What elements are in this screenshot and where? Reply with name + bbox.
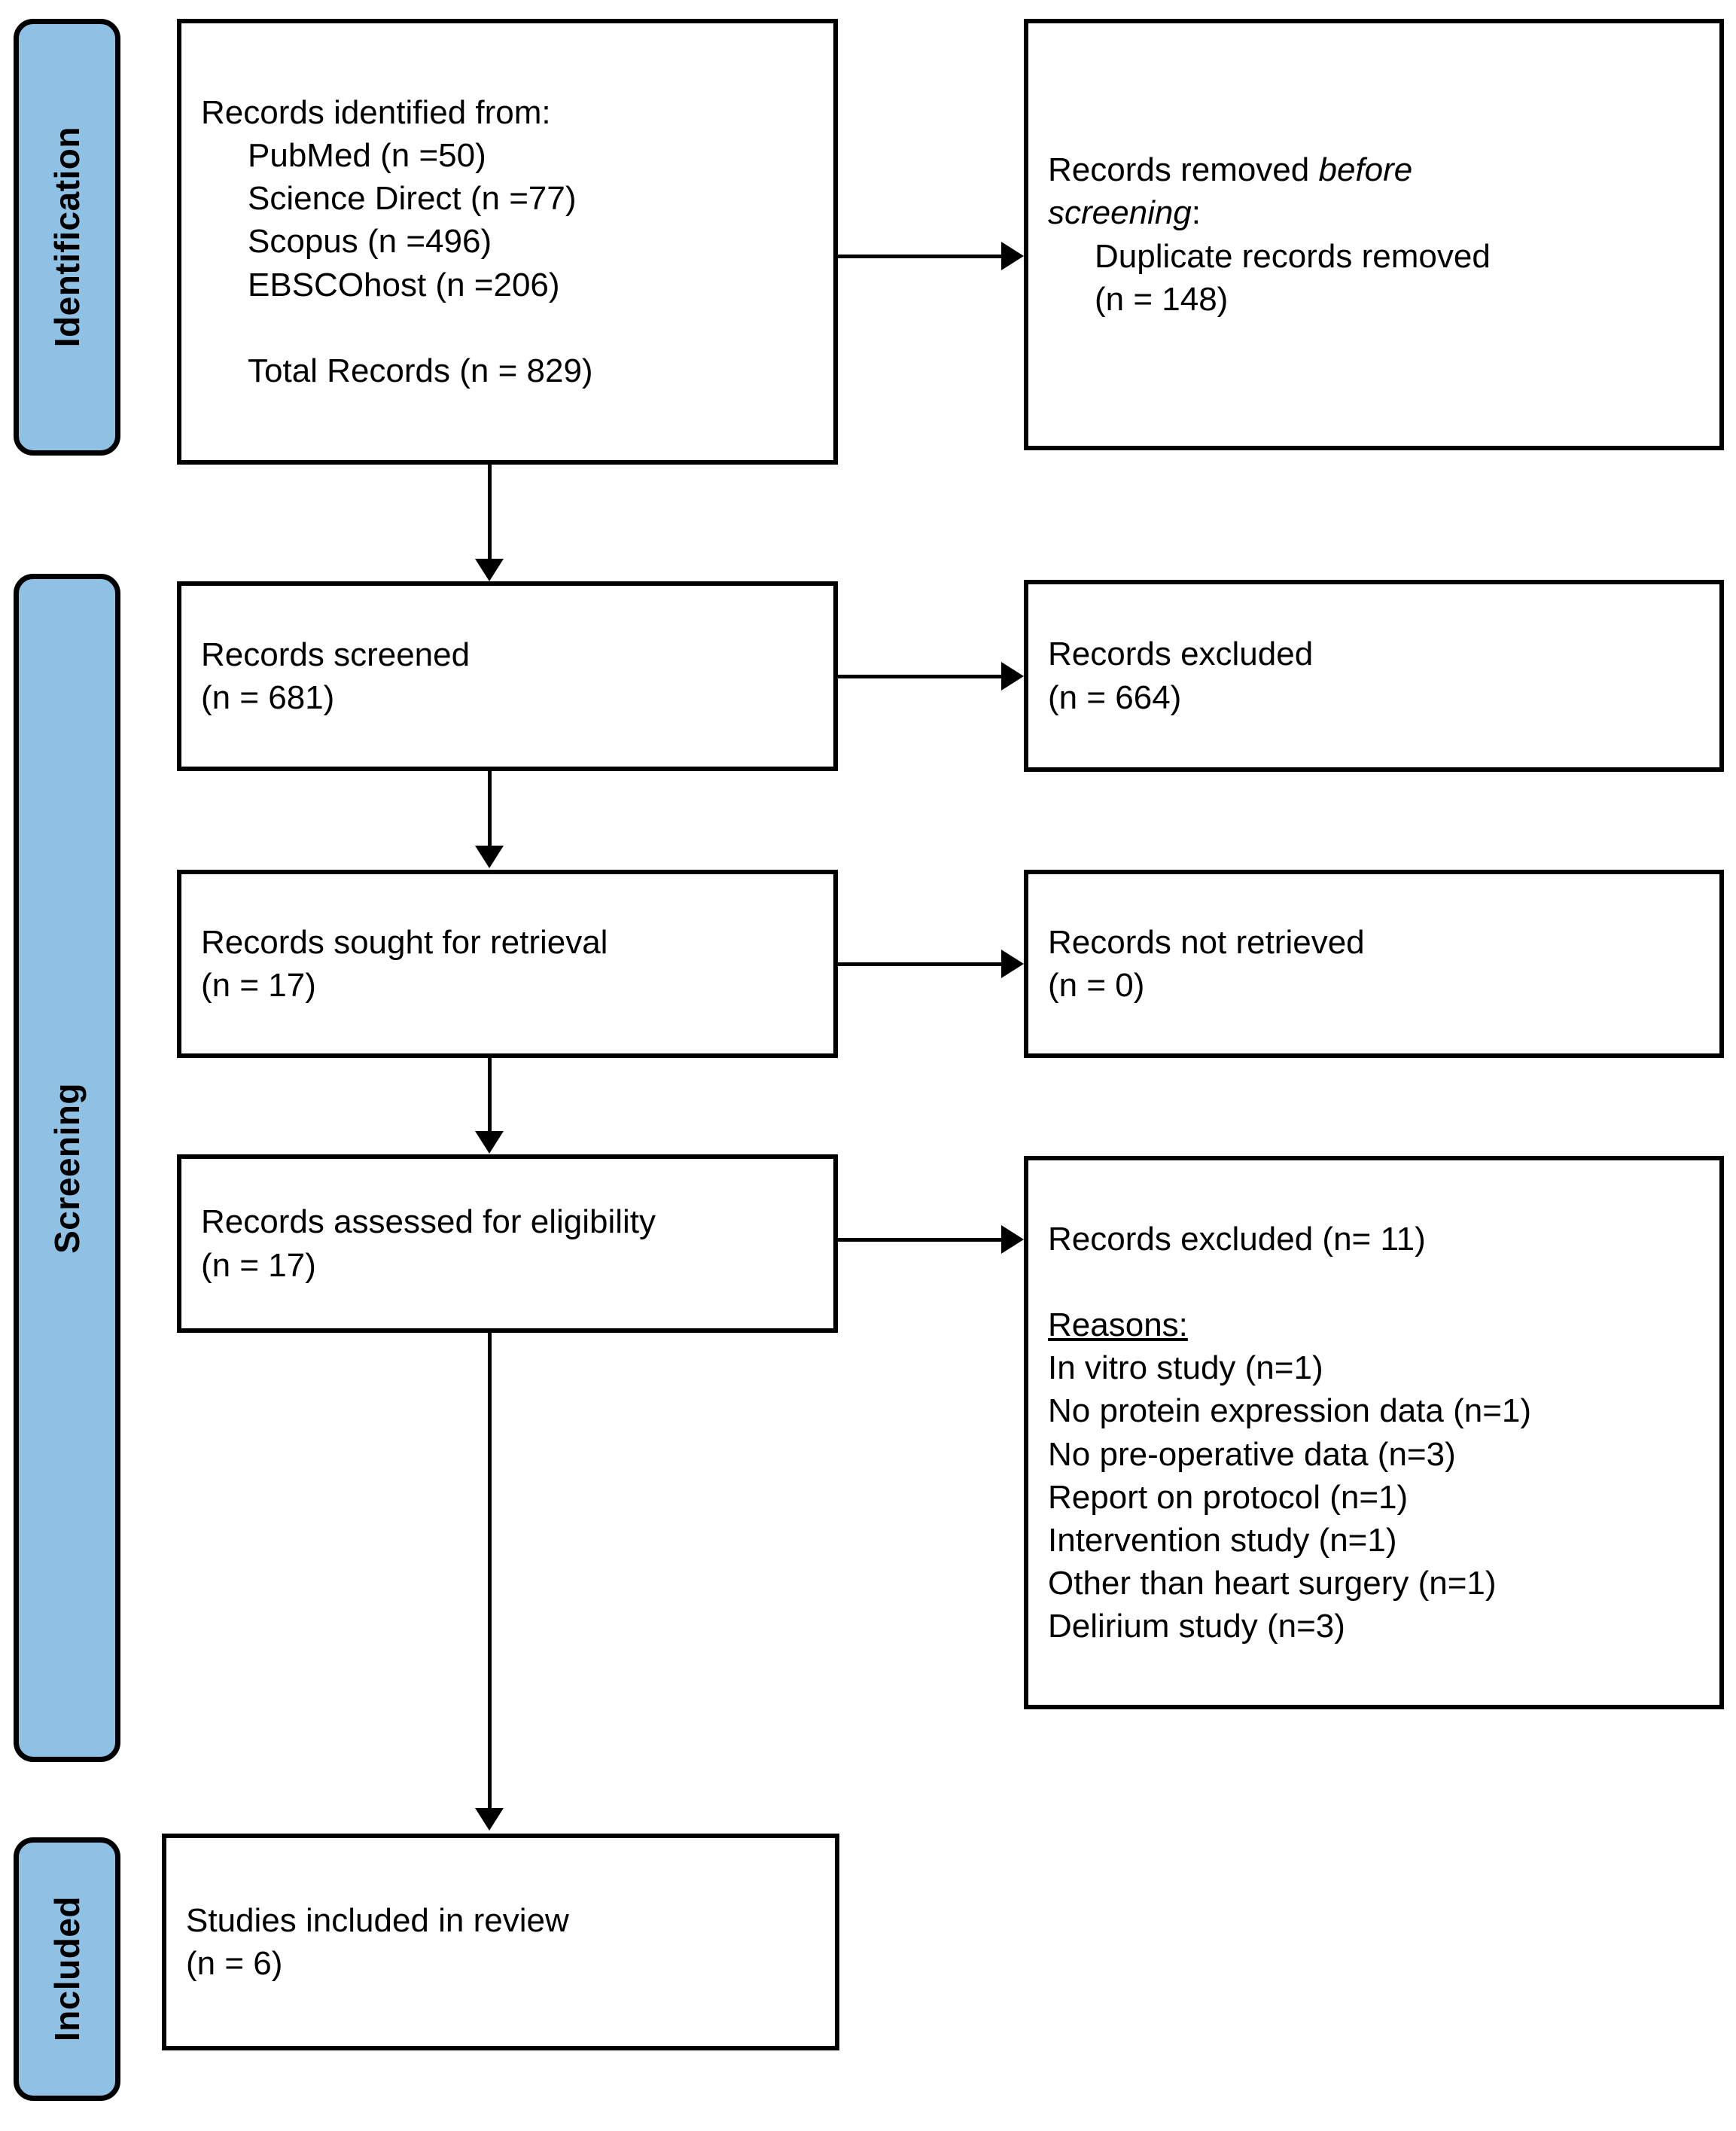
records-removed-lead-italic-screening: screening <box>1048 194 1192 232</box>
connector-screened-to-sought <box>488 771 492 848</box>
connector-assessed-to-included <box>488 1333 492 1810</box>
excluded-reason-6: Delirium study (n=3) <box>1048 1608 1345 1645</box>
records-removed-lead-plain: Records removed <box>1048 151 1319 189</box>
connector-screened-to-excluded <box>838 675 1004 678</box>
records-removed-lead-2: screening: <box>1048 191 1700 234</box>
records-identified-line-2: Science Direct (n =77) <box>248 180 577 218</box>
records-identified-line-3: Scopus (n =496) <box>248 223 492 261</box>
arrowhead-identified-to-removed <box>1001 242 1024 270</box>
arrowhead-assessed-to-excluded-reasons <box>1001 1225 1024 1254</box>
arrowhead-sought-to-not-retrieved <box>1001 950 1024 978</box>
excluded-reason-1: No protein expression data (n=1) <box>1048 1392 1532 1430</box>
records-screened-body: Records screened (n = 681) <box>181 633 833 719</box>
records-identified-line-0: Records identified from: <box>201 93 551 131</box>
box-records-screened: Records screened (n = 681) <box>177 581 838 771</box>
records-sought-body: Records sought for retrieval (n = 17) <box>181 921 833 1007</box>
records-sought-line-1: Records sought for retrieval <box>201 923 608 961</box>
phase-bar-included: Included <box>14 1837 120 2101</box>
excluded-reason-3: Report on protocol (n=1) <box>1048 1478 1409 1516</box>
box-records-sought-for-retrieval: Records sought for retrieval (n = 17) <box>177 870 838 1058</box>
records-not-retrieved-line-1: Records not retrieved <box>1048 923 1365 961</box>
records-not-retrieved-line-2: (n = 0) <box>1048 967 1145 1004</box>
phase-label-screening: Screening <box>47 1082 87 1254</box>
phase-label-included: Included <box>47 1896 87 2042</box>
excluded-reasons-body: Records excluded (n= 11) Reasons: In vit… <box>1028 1218 1719 1648</box>
arrowhead-screened-to-excluded <box>1001 662 1024 691</box>
phase-label-identification: Identification <box>47 127 87 348</box>
excluded-reasons-label: Reasons: <box>1048 1306 1188 1343</box>
arrowhead-assessed-to-included <box>475 1808 504 1831</box>
arrowhead-identified-to-screened <box>475 559 504 581</box>
box-records-removed-before-screening: Records removed before screening: Duplic… <box>1024 19 1724 450</box>
records-screened-line-2: (n = 681) <box>201 679 335 716</box>
records-removed-lead-colon: : <box>1191 194 1201 232</box>
records-excluded-line-1: Records excluded <box>1048 636 1314 673</box>
records-screened-line-1: Records screened <box>201 636 471 673</box>
records-excluded-line-2: (n = 664) <box>1048 678 1182 716</box>
arrowhead-sought-to-assessed <box>475 1131 504 1154</box>
excluded-reasons-heading: Records excluded (n= 11) <box>1048 1220 1426 1258</box>
records-removed-detail-1: Duplicate records removed <box>1095 237 1491 275</box>
studies-included-line-2: (n = 6) <box>186 1945 283 1982</box>
records-removed-detail-2: (n = 148) <box>1095 280 1229 318</box>
connector-sought-to-not-retrieved <box>838 962 1004 966</box>
excluded-reasons-spacer <box>1048 1261 1700 1303</box>
records-identified-spacer <box>201 306 814 349</box>
phase-bar-screening: Screening <box>14 574 120 1762</box>
records-identified-total: Total Records (n = 829) <box>248 352 593 389</box>
records-assessed-line-2: (n = 17) <box>201 1246 316 1284</box>
connector-assessed-to-excluded-reasons <box>838 1238 1004 1242</box>
records-removed-lead-italic-before: before <box>1318 151 1413 189</box>
connector-sought-to-assessed <box>488 1058 492 1133</box>
records-identified-body: Records identified from: PubMed (n =50) … <box>181 91 833 392</box>
box-records-identified: Records identified from: PubMed (n =50) … <box>177 19 838 465</box>
records-not-retrieved-body: Records not retrieved (n = 0) <box>1028 921 1719 1007</box>
records-removed-body: Records removed before screening: Duplic… <box>1028 148 1719 321</box>
studies-included-body: Studies included in review (n = 6) <box>166 1899 835 1985</box>
records-removed-lead: Records removed before <box>1048 148 1700 191</box>
excluded-reason-4: Intervention study (n=1) <box>1048 1521 1397 1559</box>
records-sought-line-2: (n = 17) <box>201 967 316 1004</box>
box-records-excluded: Records excluded (n = 664) <box>1024 580 1724 772</box>
excluded-reason-0: In vitro study (n=1) <box>1048 1349 1323 1387</box>
records-identified-line-4: EBSCOhost (n =206) <box>248 266 560 303</box>
box-records-not-retrieved: Records not retrieved (n = 0) <box>1024 870 1724 1058</box>
records-identified-line-1: PubMed (n =50) <box>248 137 486 175</box>
excluded-reason-2: No pre-operative data (n=3) <box>1048 1435 1456 1473</box>
excluded-reasons-label-wrap: Reasons: <box>1048 1303 1700 1346</box>
records-assessed-body: Records assessed for eligibility (n = 17… <box>181 1200 833 1286</box>
box-records-excluded-reasons: Records excluded (n= 11) Reasons: In vit… <box>1024 1156 1724 1709</box>
connector-identified-to-screened <box>488 465 492 561</box>
arrowhead-screened-to-sought <box>475 846 504 868</box>
connector-identified-to-removed <box>838 255 1004 258</box>
box-records-assessed-for-eligibility: Records assessed for eligibility (n = 17… <box>177 1154 838 1333</box>
box-studies-included-in-review: Studies included in review (n = 6) <box>162 1834 839 2050</box>
records-excluded-body: Records excluded (n = 664) <box>1028 633 1719 718</box>
phase-bar-identification: Identification <box>14 19 120 456</box>
records-assessed-line-1: Records assessed for eligibility <box>201 1203 656 1241</box>
studies-included-line-1: Studies included in review <box>186 1901 569 1939</box>
excluded-reason-5: Other than heart surgery (n=1) <box>1048 1565 1497 1602</box>
